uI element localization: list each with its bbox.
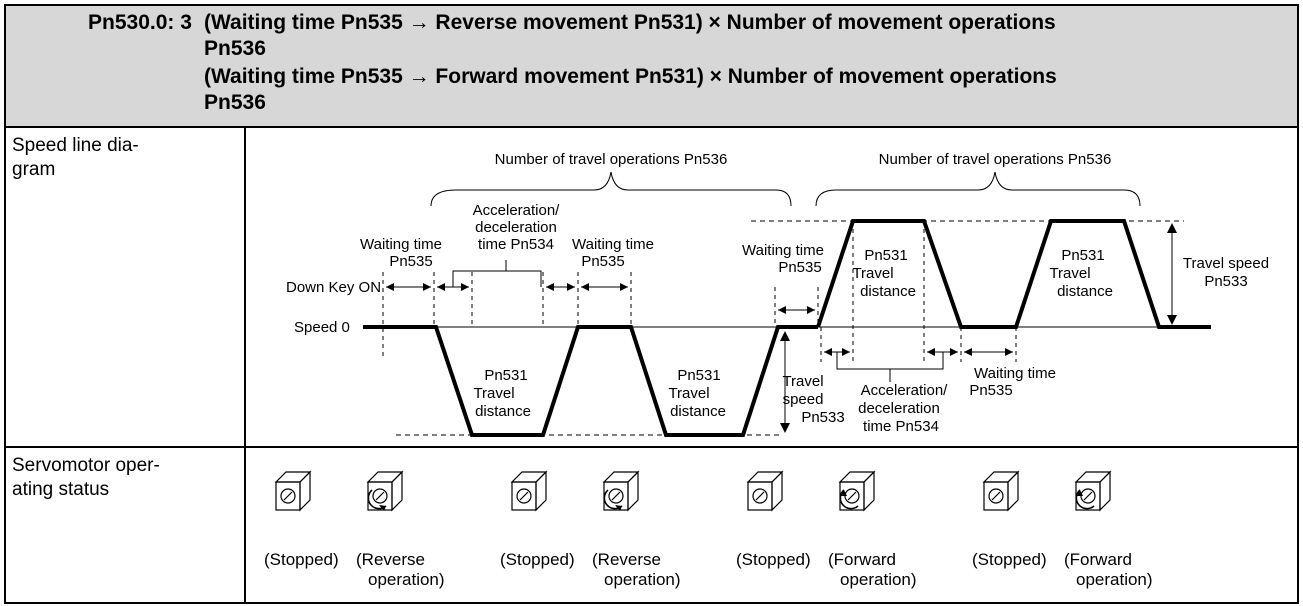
brace-left: [430, 171, 792, 207]
label-wait-1a: Waiting time: [360, 236, 442, 253]
motor-status-item: (Stopped): [968, 466, 1088, 598]
motor-status-label: (Stopped): [500, 550, 575, 569]
label-rev1-3: distance: [475, 403, 531, 420]
label-fwd1-1: Pn531: [864, 247, 907, 264]
motor-status-label-2: operation): [1076, 570, 1153, 589]
motor-forward-icon: [838, 470, 876, 512]
label-rev2-2: Travel: [668, 385, 709, 402]
label-travel-speed-right-2: Pn533: [1204, 273, 1247, 290]
motor-reverse-icon: [366, 470, 404, 512]
label-wait-4b: Pn535: [969, 382, 1012, 399]
label-fwd2-1: Pn531: [1061, 247, 1104, 264]
header-line-2: (Waiting time Pn535 → Forward movement P…: [204, 65, 1057, 88]
label-rev2-3: distance: [670, 403, 726, 420]
dashed-verticals: [382, 221, 1017, 362]
label-num-travel-right: Number of travel operations Pn536: [879, 151, 1112, 168]
servomotor-status-row: Servomotor oper- ating status (Stopped) (…: [6, 448, 1297, 602]
motor-stopped-icon: [982, 470, 1020, 512]
row-label-servo-2: ating status: [12, 479, 110, 500]
speed-line-diagram: Number of travel operations Pn536 Number…: [286, 151, 1269, 437]
label-rev1-1: Pn531: [484, 367, 527, 384]
motor-status-label: (Stopped): [264, 550, 339, 569]
row-label-speed-2: gram: [12, 159, 56, 180]
motor-status-label: (Stopped): [972, 550, 1047, 569]
motor-status-item: (Stopped): [496, 466, 616, 598]
speed-profile-reverse: [363, 325, 818, 437]
label-fwd2-3: distance: [1057, 283, 1113, 300]
parameter-table: Pn530.0: 3 (Waiting time Pn535 → Reverse…: [4, 4, 1299, 604]
motor-stopped-icon: [746, 470, 784, 512]
label-accel-bot-1: Acceleration/: [861, 382, 949, 399]
motor-status-label: (Reverse: [356, 550, 425, 569]
motor-reverse-icon: [602, 470, 640, 512]
label-travel-speed-bottom-3: Pn533: [801, 409, 844, 426]
label-rev2-1: Pn531: [677, 367, 720, 384]
table-header: Pn530.0: 3 (Waiting time Pn535 → Reverse…: [6, 6, 1297, 128]
parameter-key: Pn530.0: 3: [88, 11, 192, 34]
label-accel-bot-2: deceleration: [858, 400, 940, 417]
label-wait-3a: Waiting time: [742, 242, 824, 259]
label-wait-1b: Pn535: [389, 253, 432, 270]
label-travel-speed-bottom-1: Travel: [782, 373, 823, 390]
label-accel-top-1: Acceleration/: [473, 202, 561, 219]
label-accel-top-3: time Pn534: [478, 236, 554, 253]
header-line-1-cont: Pn536: [204, 37, 266, 60]
label-wait-4a: Waiting time: [974, 365, 1056, 382]
label-speed-0: Speed 0: [294, 319, 350, 336]
label-down-key: Down Key ON: [286, 279, 381, 296]
speed-line-row: Speed line dia- gram: [6, 128, 1297, 448]
brace-right: [815, 171, 1141, 207]
motor-forward-icon: [1074, 470, 1112, 512]
column-divider: [244, 128, 246, 602]
label-travel-speed-right-1: Travel speed: [1183, 255, 1269, 272]
label-wait-2a: Waiting time: [572, 236, 654, 253]
label-fwd1-3: distance: [860, 283, 916, 300]
label-accel-bot-3: time Pn534: [863, 418, 939, 435]
motor-status-item: (Stopped): [732, 466, 852, 598]
motor-status-item: (Stopped): [260, 466, 380, 598]
motor-status-label: (Forward: [1064, 550, 1133, 569]
label-fwd2-2: Travel: [1049, 265, 1090, 282]
motor-status-label: (Stopped): [736, 550, 811, 569]
motor-stopped-icon: [274, 470, 312, 512]
header-line-2-cont: Pn536: [204, 91, 266, 114]
row-label-servo-1: Servomotor oper-: [12, 455, 160, 476]
row-label-speed-1: Speed line dia-: [12, 135, 139, 156]
label-travel-speed-bottom-2: speed: [783, 391, 824, 408]
label-num-travel-left: Number of travel operations Pn536: [495, 151, 728, 168]
label-rev1-2: Travel: [473, 385, 514, 402]
motor-status-label: (Reverse: [592, 550, 661, 569]
label-wait-2b: Pn535: [581, 253, 624, 270]
label-accel-top-2: deceleration: [475, 219, 557, 236]
header-line-1: (Waiting time Pn535 → Reverse movement P…: [204, 11, 1056, 34]
motor-stopped-icon: [510, 470, 548, 512]
label-wait-3b: Pn535: [778, 259, 821, 276]
motor-status-label-2: operation): [368, 570, 445, 589]
motor-status-label: (Forward: [828, 550, 897, 569]
motor-status-label-2: operation): [604, 570, 681, 589]
label-fwd1-2: Travel: [852, 265, 893, 282]
arrow-heads: [386, 223, 1177, 433]
motor-status-label-2: operation): [840, 570, 917, 589]
